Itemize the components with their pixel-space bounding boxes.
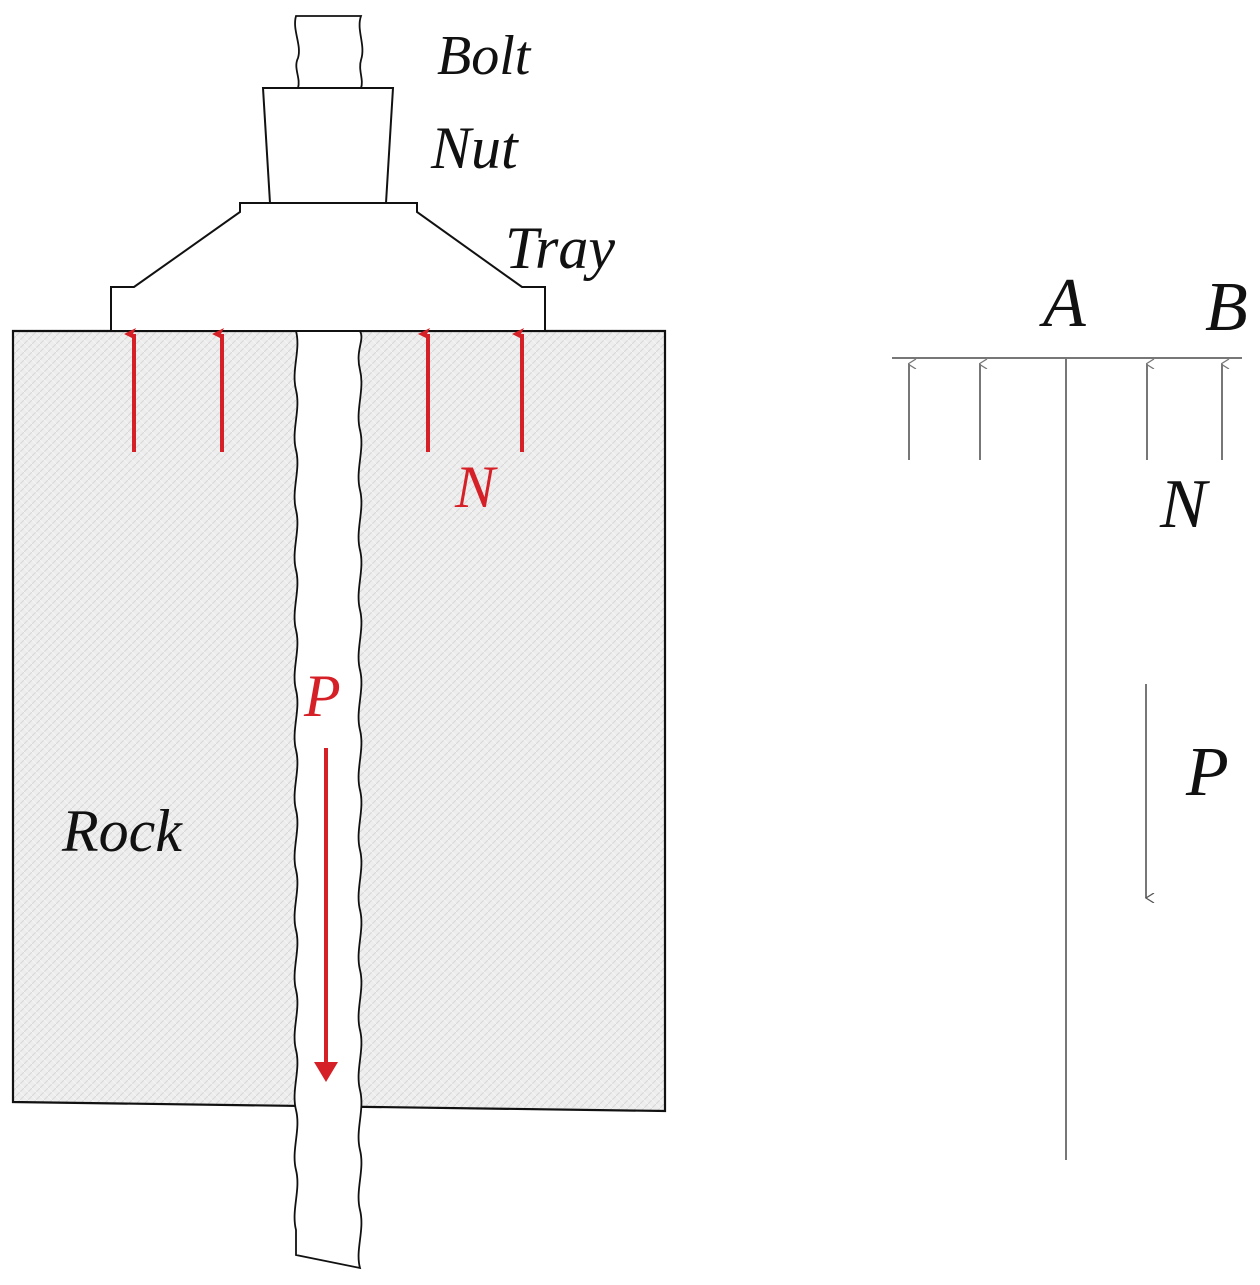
- nut: [261, 87, 395, 204]
- bolt-force-arrow: [314, 748, 338, 1082]
- tray-label: Tray: [505, 215, 615, 281]
- diagram-bolt-force-label: P: [1185, 734, 1229, 811]
- diagram-support-force-label: N: [1159, 466, 1210, 543]
- point-b-label: B: [1205, 269, 1248, 346]
- force-diagram: [892, 357, 1242, 1160]
- bolt-label: Bolt: [437, 25, 532, 87]
- nut-label: Nut: [430, 115, 519, 181]
- bolt-force-label: P: [303, 663, 341, 729]
- support-force-arrows: [124, 328, 524, 452]
- rock-label: Rock: [61, 798, 183, 864]
- support-force-label: N: [454, 454, 498, 520]
- bolt-top: [294, 15, 364, 89]
- point-a-label: A: [1039, 265, 1086, 342]
- tray: [110, 202, 546, 332]
